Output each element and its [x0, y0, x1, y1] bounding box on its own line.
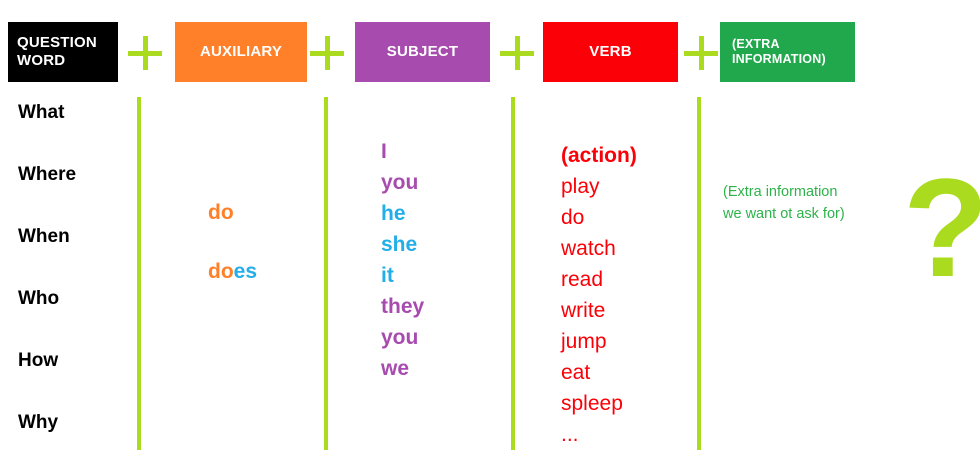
- auxiliary-stem: do: [208, 260, 234, 283]
- auxiliary-suffix: es: [233, 260, 258, 283]
- verb-item: eat: [561, 361, 591, 384]
- question-word-item: When: [18, 226, 70, 247]
- column-divider-4: [697, 97, 701, 450]
- header-label-verb: VERB: [589, 43, 632, 61]
- extra-information-line-1: (Extra information: [723, 184, 838, 200]
- subject-item: she: [381, 233, 418, 256]
- verb-item: watch: [561, 237, 616, 260]
- header-box-subject: SUBJECT: [355, 22, 490, 82]
- header-box-verb: VERB: [543, 22, 678, 82]
- verb-item: play: [561, 175, 600, 198]
- header-box-question-word: QUESTION WORD: [8, 22, 118, 82]
- auxiliary-item-does: does: [208, 259, 318, 318]
- question-mark-icon: ?: [903, 149, 980, 306]
- header-box-extra-information: (EXTRA INFORMATION): [720, 22, 855, 82]
- column-divider-3: [511, 97, 515, 450]
- auxiliary-column: do does: [208, 200, 318, 318]
- subject-item: he: [381, 202, 406, 225]
- plus-icon-4: [684, 36, 718, 70]
- subject-column: I you he she it they you we: [381, 136, 501, 384]
- question-word-item: Why: [18, 412, 59, 433]
- question-word-item: Who: [18, 288, 60, 309]
- column-divider-1: [137, 97, 141, 450]
- subject-item: I: [381, 140, 387, 163]
- subject-item: you: [381, 326, 419, 349]
- question-word-column: What Where When Who How Why: [18, 98, 130, 470]
- extra-information-line-2: we want ot ask for): [723, 206, 845, 222]
- header-label-question-word: QUESTION WORD: [17, 34, 97, 69]
- subject-item: we: [381, 357, 410, 380]
- subject-item: it: [381, 264, 394, 287]
- plus-icon-1: [128, 36, 162, 70]
- extra-information-note: (Extra information we want ot ask for): [723, 181, 893, 225]
- header-label-auxiliary: AUXILIARY: [199, 43, 283, 61]
- auxiliary-stem: do: [208, 201, 234, 224]
- verb-item-ellipsis: ...: [561, 423, 579, 446]
- verb-item-action: (action): [561, 144, 637, 167]
- subject-item: they: [381, 295, 425, 318]
- header-label-extra-information: (EXTRA INFORMATION): [732, 37, 826, 66]
- auxiliary-item-do: do: [208, 200, 318, 259]
- question-word-item: How: [18, 350, 59, 371]
- column-divider-2: [324, 97, 328, 450]
- verb-item: spleep: [561, 392, 623, 415]
- plus-icon-2: [310, 36, 344, 70]
- question-word-item: Where: [18, 164, 77, 185]
- header-box-auxiliary: AUXILIARY: [175, 22, 307, 82]
- verb-item: do: [561, 206, 585, 229]
- question-word-item: What: [18, 102, 65, 123]
- subject-item: you: [381, 171, 419, 194]
- verb-item: write: [561, 299, 606, 322]
- verb-column: (action) play do watch read write jump e…: [561, 140, 691, 450]
- verb-item: read: [561, 268, 604, 291]
- plus-icon-3: [500, 36, 534, 70]
- verb-item: jump: [561, 330, 607, 353]
- header-label-subject: SUBJECT: [386, 43, 459, 61]
